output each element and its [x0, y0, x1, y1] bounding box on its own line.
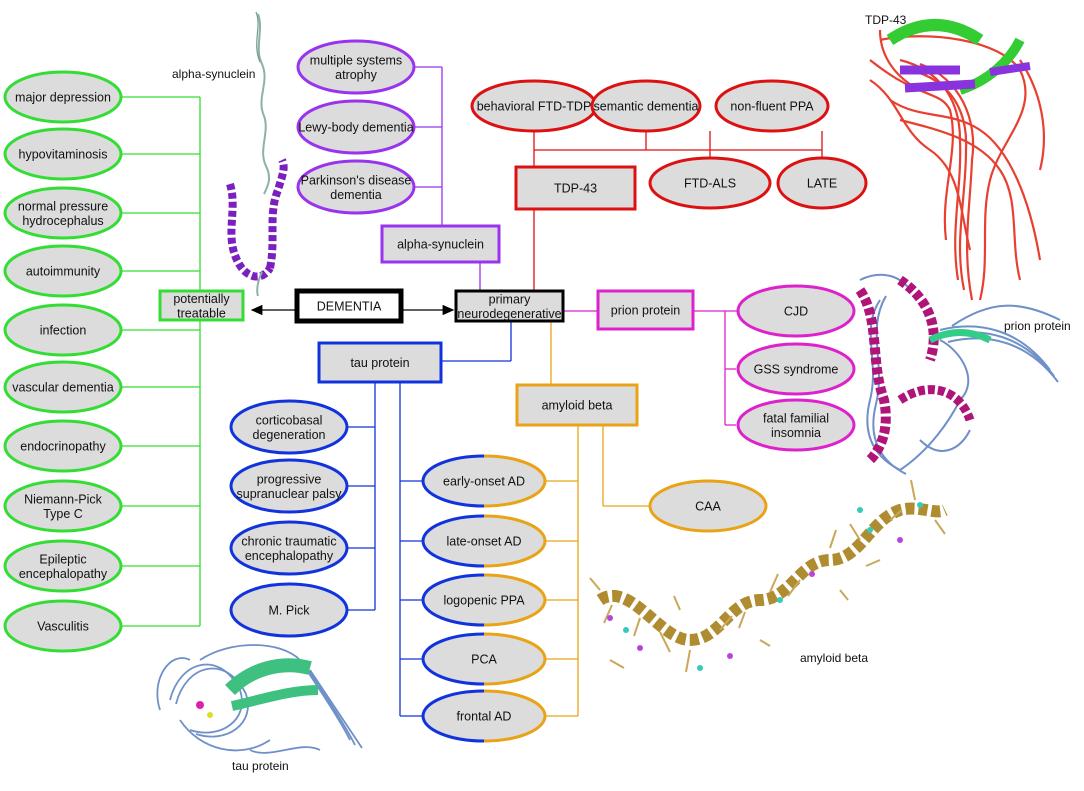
ad-variant-item-label: early-onset AD — [443, 475, 525, 489]
tdp43-structure-label: TDP-43 — [865, 13, 907, 27]
tau-item: M. Pick — [229, 582, 349, 638]
dementia-box: DEMENTIA — [294, 288, 404, 324]
treatable-item: Vasculitis — [3, 599, 123, 653]
tdp43-box: TDP-43 — [514, 165, 637, 211]
tdp43-item-label: semantic dementia — [594, 100, 699, 114]
treatable-item: vascular dementia — [3, 360, 123, 414]
ad-variant-item: PCA — [421, 632, 547, 686]
treatable-item-label: autoimmunity — [26, 265, 101, 279]
prion-protein-box: prion protein — [596, 289, 695, 331]
tdp43-item-label: FTD-ALS — [684, 177, 736, 191]
amyloid-beta-structure-image — [589, 479, 948, 673]
treatable-item-label: hypovitaminosis — [19, 148, 108, 162]
alpha-synuclein-box-label: alpha-synuclein — [397, 238, 484, 252]
treatable-item-label: major depression — [15, 91, 111, 105]
tdp43-item: FTD-ALS — [648, 156, 772, 210]
alpha-synuclein-structure-label: alpha-synuclein — [172, 67, 255, 81]
treatable-item-label: vascular dementia — [12, 381, 113, 395]
prion-protein-structure-label: prion protein — [1004, 319, 1071, 333]
alpha-synuclein-structure-image — [226, 11, 288, 297]
ad-variant-item: late-onset AD — [421, 514, 547, 568]
tdp43-item-label: LATE — [807, 177, 837, 191]
tdp43-structure-image — [869, 19, 1046, 301]
connector-lines — [122, 66, 823, 717]
prion-item-label: GSS syndrome — [754, 363, 839, 377]
ad-variant-item-label: logopenic PPA — [443, 594, 525, 608]
prion-item: GSS syndrome — [736, 342, 856, 396]
synuclein-item: Lewy-body dementia — [296, 99, 416, 155]
amyloid-beta-box-label: amyloid beta — [542, 399, 613, 413]
tdp43-box-label: TDP-43 — [554, 182, 597, 196]
tau-protein-box: tau protein — [317, 341, 443, 384]
amyloid-beta-structure-label: amyloid beta — [800, 651, 868, 665]
tau-protein-structure-image — [156, 644, 363, 754]
treatable-item: infection — [3, 303, 123, 357]
amyloid-beta-box: amyloid beta — [515, 383, 639, 427]
ad-variant-item: logopenic PPA — [421, 573, 547, 627]
treatable-item-label: infection — [40, 324, 87, 338]
treatable-item-label: endocrinopathy — [20, 440, 106, 454]
tau-item-label: M. Pick — [269, 604, 311, 618]
synuclein-item-label: Lewy-body dementia — [298, 121, 413, 135]
tdp43-item-label: non-fluent PPA — [730, 100, 814, 114]
amyloid-item: CAA — [648, 479, 768, 533]
tdp43-item: behavioral FTD-TDP — [470, 79, 598, 133]
tau-protein-structure-label: tau protein — [232, 759, 289, 773]
ad-variant-item-label: late-onset AD — [446, 535, 521, 549]
treatable-item: endocrinopathy — [3, 419, 123, 473]
tdp43-item-label: behavioral FTD-TDP — [477, 100, 592, 114]
ad-variant-item: early-onset AD — [421, 454, 547, 508]
treatable-item-label: Vasculitis — [37, 620, 89, 634]
prion-protein-box-label: prion protein — [611, 304, 681, 318]
prion-item: CJD — [736, 284, 856, 338]
ad-variant-item-label: PCA — [471, 653, 497, 667]
ad-variant-item-label: frontal AD — [457, 710, 512, 724]
tdp43-item: LATE — [776, 156, 868, 210]
tdp43-item: semantic dementia — [590, 79, 702, 133]
dementia-box-label: DEMENTIA — [317, 300, 382, 314]
ad-variant-item: frontal AD — [421, 689, 547, 743]
alpha-synuclein-box: alpha-synuclein — [380, 224, 501, 264]
treatable-item: hypovitaminosis — [3, 127, 123, 181]
amyloid-item-label: CAA — [695, 500, 721, 514]
tau-protein-box-label: tau protein — [350, 356, 409, 370]
treatable-item: autoimmunity — [3, 244, 123, 298]
prion-protein-structure-image — [855, 273, 1061, 475]
tdp43-item: non-fluent PPA — [714, 79, 830, 133]
treatable-item: major depression — [3, 70, 123, 124]
prion-item-label: CJD — [784, 305, 808, 319]
